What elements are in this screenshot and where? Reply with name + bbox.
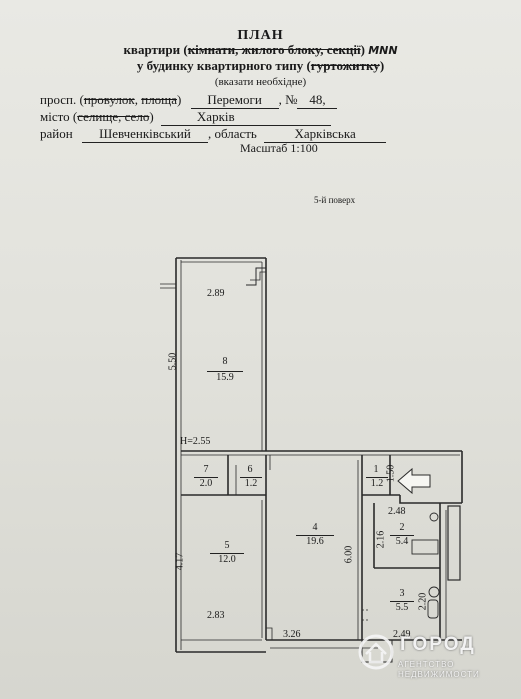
room-5-number: 5 bbox=[224, 540, 230, 551]
dim-room4-width: 3.26 bbox=[283, 629, 301, 640]
header-note: (вказати необхідне) bbox=[214, 76, 307, 88]
room-8-area: 15.9 bbox=[207, 371, 243, 383]
district-row: район Шевченківський, область Харківська bbox=[40, 126, 387, 143]
house-value: 48, bbox=[297, 92, 338, 109]
city-suffix: ) bbox=[149, 109, 154, 124]
room-4-area: 19.6 bbox=[296, 535, 334, 547]
room-1-number: 1 bbox=[373, 464, 379, 475]
street-strike-1: провулок bbox=[83, 92, 135, 107]
city-value: Харків bbox=[160, 109, 331, 126]
dim-left-height: 4.17 bbox=[174, 552, 186, 571]
room-7-area: 2.0 bbox=[194, 477, 218, 489]
header-line-2: у будинку квартирного типу (гуртожитку) bbox=[0, 58, 521, 74]
ceiling-height: H=2.55 bbox=[180, 436, 211, 447]
street-suffix: ) bbox=[176, 92, 182, 107]
watermark-sub-text: АГЕНТСТВО НЕДВИЖИМОСТИ bbox=[398, 660, 480, 680]
dim-bath-height: 2.16 bbox=[375, 530, 387, 549]
street-value: Перемоги bbox=[190, 92, 279, 109]
dim-top-width: 2.89 bbox=[207, 288, 225, 299]
watermark-sub-line-2: НЕДВИЖИМОСТИ bbox=[398, 670, 480, 679]
watermark-sub-line-1: АГЕНТСТВО bbox=[398, 660, 455, 669]
watermark-main-text: ГОРОД bbox=[400, 634, 476, 655]
city-prefix: місто ( bbox=[40, 109, 78, 124]
room-2-area: 5.4 bbox=[390, 535, 414, 547]
city-row: місто (селище, село) Харків bbox=[40, 109, 331, 126]
city-strike: селище, село bbox=[77, 109, 150, 124]
street-prefix: просп. ( bbox=[40, 92, 84, 107]
room-3-number: 3 bbox=[399, 588, 405, 599]
region-label: , область bbox=[207, 126, 257, 141]
floor-label: 5-й поверх bbox=[314, 195, 356, 205]
room-1-area: 1.2 bbox=[366, 477, 388, 489]
header-line-1: квартири (кімнати, жилого блоку, секції)… bbox=[0, 42, 521, 58]
document-title: ПЛАН bbox=[237, 28, 284, 43]
street-sep: , bbox=[134, 92, 142, 107]
header-line-1-strike: кімнати, жилого блоку, секції bbox=[187, 42, 361, 57]
district-value: Шевченківський bbox=[81, 126, 208, 143]
dim-bath-width: 2.48 bbox=[388, 506, 406, 517]
region-value: Харківська bbox=[264, 126, 387, 143]
room-6-area: 1.2 bbox=[240, 477, 262, 489]
street-strike-2: площа bbox=[141, 92, 177, 107]
header-line-2-suffix: ) bbox=[379, 58, 385, 73]
room-3-area: 5.5 bbox=[390, 601, 414, 613]
header-line-1-prefix: квартири ( bbox=[123, 42, 188, 57]
header-line-2-prefix: у будинку квартирного типу ( bbox=[136, 58, 311, 73]
header-line-2-strike: гуртожитку bbox=[310, 58, 380, 73]
entry-arrow-icon bbox=[397, 467, 431, 495]
room-2-number: 2 bbox=[399, 522, 405, 533]
house-prefix: , № bbox=[278, 92, 298, 107]
dim-entry-width: 1.50 bbox=[385, 464, 397, 483]
watermark-logo-icon bbox=[358, 634, 394, 670]
scale-label: Масштаб 1:100 bbox=[240, 141, 318, 155]
room-5-area: 12.0 bbox=[210, 553, 244, 565]
dim-room4-height: 6.00 bbox=[343, 545, 355, 564]
handwritten-mark: MNN bbox=[368, 44, 398, 57]
dim-room3-width: 2.49 bbox=[393, 629, 411, 640]
district-label: район bbox=[40, 126, 73, 141]
dim-room3-height: 2.20 bbox=[417, 592, 429, 611]
dim-room8-height: 5.50 bbox=[167, 352, 179, 371]
room-7-number: 7 bbox=[203, 464, 209, 475]
room-8-number: 8 bbox=[222, 356, 228, 367]
room-4-number: 4 bbox=[312, 522, 318, 533]
room-6-number: 6 bbox=[247, 464, 253, 475]
header-line-1-suffix: ) bbox=[360, 42, 365, 57]
dim-room5-width: 2.83 bbox=[207, 610, 225, 621]
